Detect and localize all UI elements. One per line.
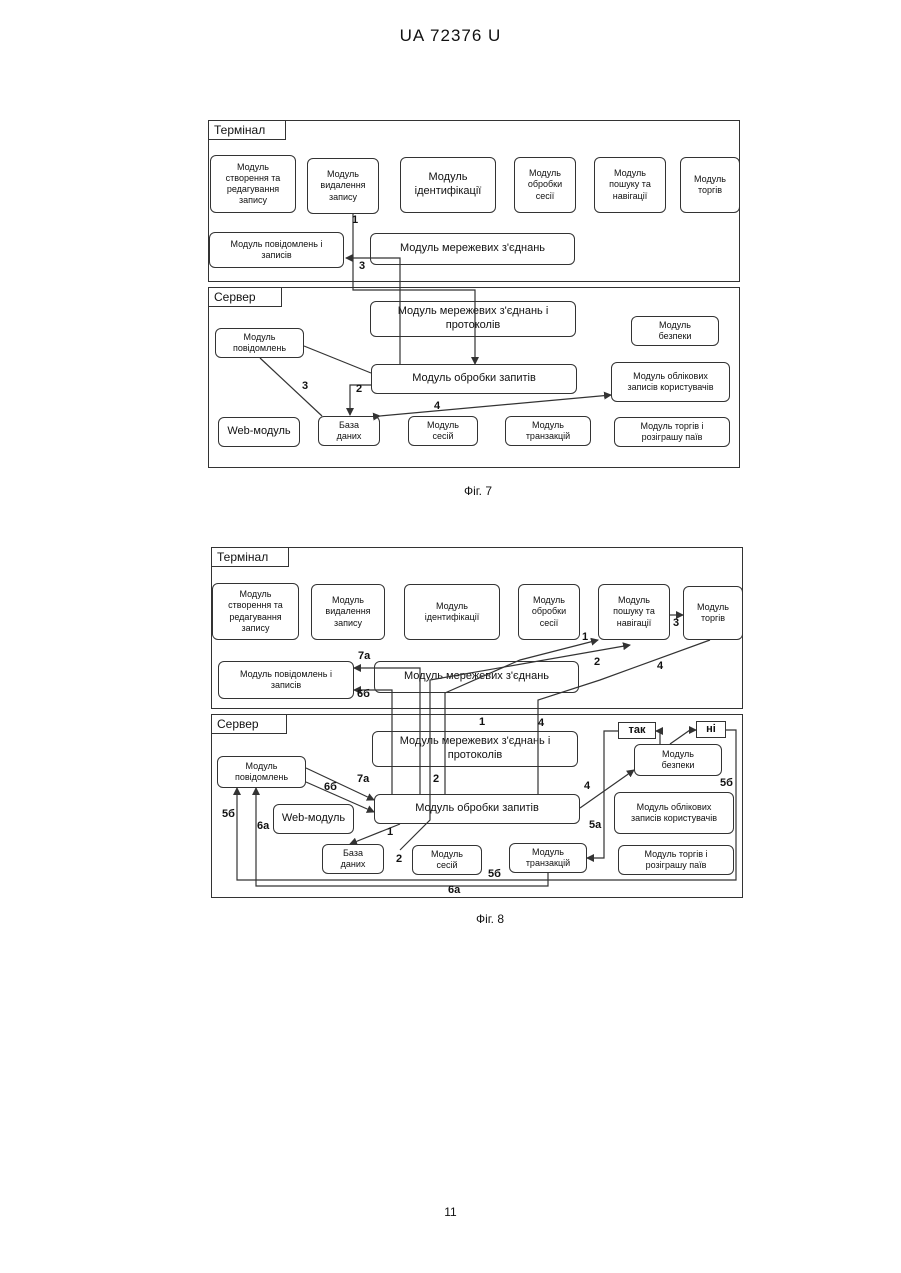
fig8-arrow-label-2c: 2 <box>396 853 402 865</box>
fig8-arrow-label-6b: 6б <box>357 688 370 700</box>
fig8-arrow-label-5a: 5а <box>589 819 601 831</box>
fig8-caption: Фіг. 8 <box>430 912 550 926</box>
page-number: 11 <box>0 1205 901 1219</box>
fig8-arrow-label-4c: 4 <box>584 780 590 792</box>
fig8-arrow-label-4: 4 <box>657 660 663 672</box>
fig8-arrow-label-1b: 1 <box>479 716 485 728</box>
fig8-arrow-label-5b-right: 5б <box>720 777 733 789</box>
fig8-arrow-label-6a-left: 6а <box>257 820 269 832</box>
fig8-arrow-label-5b-left: 5б <box>222 808 235 820</box>
fig8-arrow-label-2b: 2 <box>433 773 439 785</box>
fig8-arrow-label-7a: 7а <box>358 650 370 662</box>
fig8-arrow-label-5b-bottom: 5б <box>488 868 501 880</box>
fig8-arrow-label-4b: 4 <box>538 717 544 729</box>
fig8-arrow-label-6b-server: 6б <box>324 781 337 793</box>
fig8-arrow-label-3: 3 <box>673 617 679 629</box>
fig8-arrow-label-2: 2 <box>594 656 600 668</box>
fig8-arrow-label-7a-server: 7а <box>357 773 369 785</box>
fig8-arrow-label-6a-bottom: 6а <box>448 884 460 896</box>
fig8-arrow-label-1c: 1 <box>387 826 393 838</box>
fig8-arrow-label-1: 1 <box>582 631 588 643</box>
